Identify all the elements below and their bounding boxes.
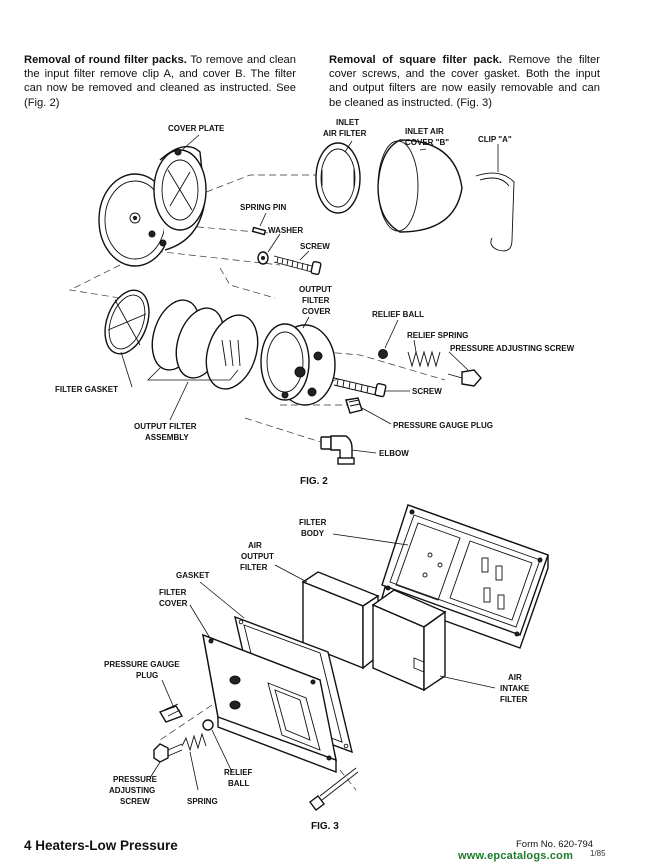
paragraph-square-heading: Removal of square filter pack.	[329, 54, 502, 66]
inlet-air-cover-part	[377, 139, 463, 233]
pressure-gauge-plug-part	[345, 397, 363, 414]
relief-spring-part	[407, 350, 441, 368]
label-filter-body-2: BODY	[301, 529, 325, 538]
label-air-intake-filter-1: AIR	[508, 673, 522, 682]
label-relief-ball-2: BALL	[228, 779, 249, 788]
page-number: 1/85	[590, 849, 606, 858]
label-air-output-filter-3: FILTER	[240, 563, 268, 572]
label-output-filter-assembly-2: ASSEMBLY	[145, 433, 189, 442]
label-air-output-filter-1: AIR	[248, 541, 262, 550]
cover-plate-part	[98, 145, 207, 267]
label-pressure-gauge-plug-1: PRESSURE GAUGE	[104, 660, 180, 669]
fig3-caption: FIG. 3	[311, 821, 339, 832]
fig2-diagram: COVER PLATE INLET AIR FILTER INLET AIR C…	[55, 118, 575, 487]
spring-pin-part	[251, 226, 267, 236]
label-output-filter-assembly-1: OUTPUT FILTER	[134, 422, 197, 431]
label-air-intake-filter-3: FILTER	[500, 695, 528, 704]
air-intake-filter-part	[371, 589, 447, 692]
pressure-gauge-plug-fig3-part	[158, 703, 184, 723]
label-relief-ball: RELIEF BALL	[372, 310, 424, 319]
label-pressure-adjusting-screw-3: SCREW	[120, 797, 150, 806]
label-output-filter-cover-1: OUTPUT	[299, 285, 332, 294]
label-spring-pin: SPRING PIN	[240, 203, 286, 212]
cover-screw-fig3-part	[309, 767, 359, 811]
fig3-diagram: FILTER BODY AIR OUTPUT FILTER GASKET FIL…	[104, 504, 549, 832]
label-filter-cover-2: COVER	[159, 599, 188, 608]
elbow-part	[320, 435, 355, 465]
label-inlet-air-cover-2: COVER "B"	[405, 138, 449, 147]
washer-part	[257, 251, 269, 265]
filter-gasket-part	[104, 289, 150, 355]
watermark-text: www.epcatalogs.com	[458, 850, 574, 862]
label-washer: WASHER	[268, 226, 303, 235]
label-cover-plate: COVER PLATE	[168, 124, 225, 133]
label-spring: SPRING	[187, 797, 218, 806]
screw-top-part	[273, 255, 322, 276]
label-inlet-air-cover-1: INLET AIR	[405, 127, 444, 136]
label-output-filter-cover-3: COVER	[302, 307, 331, 316]
paragraph-square-filter: Removal of square filter pack. Remove th…	[329, 53, 600, 110]
paragraph-round-body: To remove and clean the input filter rem…	[24, 54, 296, 109]
label-filter-body-1: FILTER	[299, 518, 327, 527]
label-screw-top: SCREW	[300, 242, 330, 251]
form-number: Form No. 620-794	[516, 839, 594, 850]
filter-cover-part	[202, 633, 337, 774]
label-pressure-adjusting-screw: PRESSURE ADJUSTING SCREW	[450, 344, 575, 353]
label-air-output-filter-2: OUTPUT	[241, 552, 274, 561]
label-inlet-air-filter-2: AIR FILTER	[323, 129, 367, 138]
label-filter-cover-1: FILTER	[159, 588, 187, 597]
label-pressure-adjusting-screw-1: PRESSURE	[113, 775, 158, 784]
inlet-air-filter-part	[315, 142, 361, 214]
label-inlet-air-filter-1: INLET	[336, 118, 359, 127]
clip-a-part	[475, 172, 515, 252]
label-pressure-adjusting-screw-2: ADJUSTING	[109, 786, 155, 795]
output-filter-assembly-part	[151, 299, 259, 390]
label-clip-a: CLIP "A"	[478, 135, 512, 144]
label-screw-bottom: SCREW	[412, 387, 442, 396]
label-pressure-gauge-plug: PRESSURE GAUGE PLUG	[393, 421, 493, 430]
pressure-adjusting-screw-fig3-part	[153, 743, 183, 763]
label-relief-spring: RELIEF SPRING	[407, 331, 468, 340]
label-relief-ball-1: RELIEF	[224, 768, 253, 777]
screw-bottom-part	[333, 377, 387, 398]
label-gasket: GASKET	[176, 571, 209, 580]
relief-ball-part	[378, 349, 388, 359]
paragraph-round-filter: Removal of round filter packs. To remove…	[24, 53, 296, 110]
label-pressure-gauge-plug-2: PLUG	[136, 671, 158, 680]
fig2-caption: FIG. 2	[300, 476, 328, 487]
label-output-filter-cover-2: FILTER	[302, 296, 330, 305]
paragraph-round-heading: Removal of round filter packs.	[24, 54, 187, 66]
output-filter-cover-part	[260, 323, 336, 406]
pressure-adjusting-screw-part	[447, 369, 482, 387]
spring-fig3-part	[181, 732, 207, 752]
paragraph-square-body: Remove the filter cover screws, and the …	[329, 54, 600, 109]
label-elbow: ELBOW	[379, 449, 409, 458]
label-air-intake-filter-2: INTAKE	[500, 684, 530, 693]
footer-section-title: 4 Heaters-Low Pressure	[24, 838, 178, 853]
relief-ball-fig3-part	[202, 719, 214, 731]
label-filter-gasket: FILTER GASKET	[55, 385, 118, 394]
